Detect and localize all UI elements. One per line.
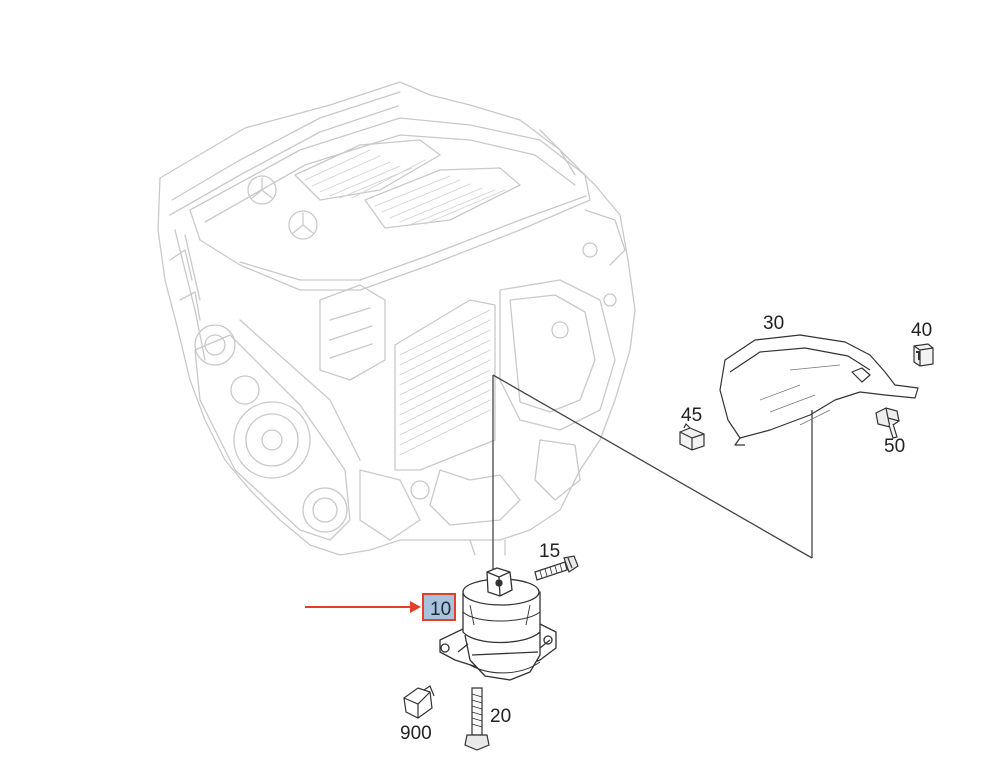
callout-15[interactable]: 15	[539, 541, 561, 562]
leader-lines	[492, 374, 813, 575]
engine-mount-part-10	[439, 567, 557, 681]
callout-10-highlight[interactable]: 10	[422, 593, 456, 621]
screw-part-50	[875, 407, 900, 439]
callout-50[interactable]: 50	[884, 436, 906, 457]
callout-45[interactable]: 45	[681, 405, 703, 426]
bolt-part-15	[534, 555, 579, 581]
bolt-part-20	[464, 687, 490, 751]
callout-40[interactable]: 40	[911, 320, 933, 341]
pointer-arrow	[305, 601, 421, 613]
heat-shield-part-30	[719, 334, 919, 446]
bracket-part-900	[403, 685, 435, 719]
clip-part-40	[913, 343, 934, 367]
clip-part-45	[679, 422, 705, 451]
engine-illustration	[157, 81, 636, 556]
callout-30[interactable]: 30	[763, 313, 785, 334]
callout-10: 10	[430, 599, 452, 620]
callout-900[interactable]: 900	[400, 723, 432, 744]
callout-20[interactable]: 20	[490, 706, 512, 727]
leader-line-engine-to-shield	[492, 374, 813, 559]
